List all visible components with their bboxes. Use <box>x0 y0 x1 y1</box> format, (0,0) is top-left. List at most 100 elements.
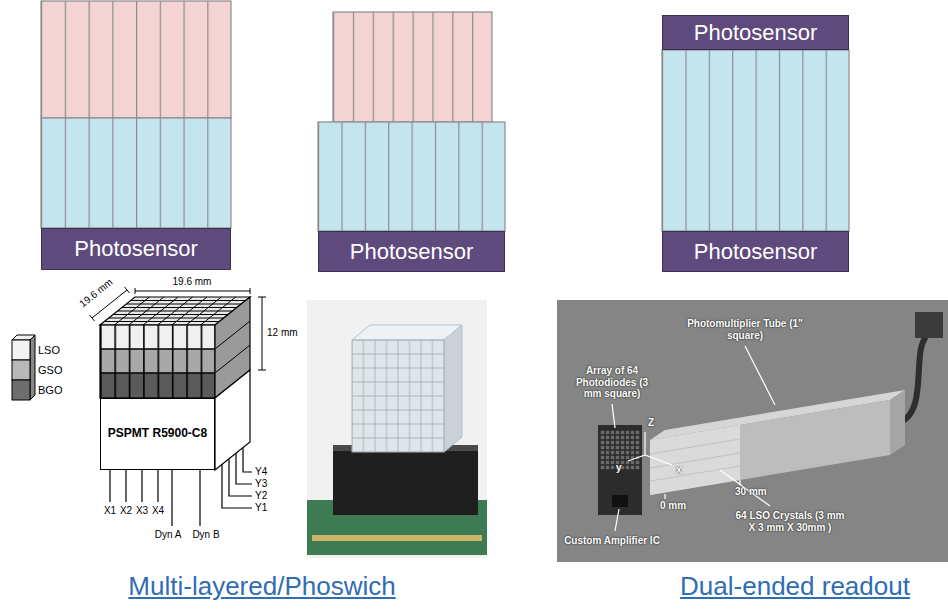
layer-stack <box>12 380 30 400</box>
layer-label: GSO <box>38 364 62 377</box>
crystal-array <box>318 12 505 231</box>
pin-name: Dyn B <box>192 529 219 541</box>
crystal-block-photo <box>312 535 482 541</box>
part-label: Photomultiplier Tube (1" square) <box>680 318 810 341</box>
dimension: 19.6 mm <box>77 276 115 309</box>
pin-name: X1 <box>104 505 116 517</box>
phoswich-block <box>215 345 250 373</box>
phoswich-block <box>126 304 241 305</box>
photosensor-bar: Photosensor <box>662 231 849 272</box>
crystal-array <box>41 1 231 228</box>
pin-name: X3 <box>136 505 148 517</box>
pin-name: Y4 <box>255 466 267 478</box>
phoswich-block <box>215 370 250 470</box>
crystal-array <box>41 118 231 228</box>
crystal-array <box>662 50 849 231</box>
signal-pins <box>243 448 252 472</box>
dual-ended-module-photo <box>915 312 943 338</box>
dimension-line <box>258 297 266 298</box>
dimension-line <box>250 288 251 294</box>
crystal-array <box>662 50 849 231</box>
phoswich-block <box>131 300 246 301</box>
dimension-line <box>90 287 267 370</box>
dual-ended-module-photo <box>612 495 628 507</box>
crystal-array <box>41 1 231 118</box>
part-label: Array of 64 Photodiodes (3 mm square) <box>573 365 651 400</box>
layer-label: BGO <box>38 384 62 397</box>
axis-label: y <box>616 462 622 474</box>
signal-pins <box>229 459 252 496</box>
crystal-block-photo <box>352 340 444 452</box>
phoswich-block <box>100 372 215 374</box>
signal-pins <box>199 470 200 526</box>
dual-ended-module-photo <box>739 480 740 485</box>
crystal-array <box>333 12 492 122</box>
part-label: Custom Amplifier IC <box>564 535 660 547</box>
crystal-block-photo <box>333 445 478 515</box>
dimension-line <box>262 297 263 370</box>
phoswich-block <box>113 314 228 315</box>
dimension: 30 mm <box>735 486 767 498</box>
dual-ended-module-photo <box>557 300 948 562</box>
dimension: 19.6 mm <box>173 276 212 288</box>
node-text: Photosensor <box>74 236 198 261</box>
dual-ended-module-photo <box>650 400 890 495</box>
phoswich-block <box>104 321 219 322</box>
layer-stack <box>12 340 30 360</box>
signal-pins <box>125 470 126 502</box>
signal-pins <box>222 464 252 508</box>
pin-name: Y1 <box>255 502 267 514</box>
dual-ended-module-photo <box>598 425 642 515</box>
crystal-array <box>41 118 231 228</box>
crystal-block-photo <box>307 300 487 558</box>
pin-name: Y3 <box>255 478 267 490</box>
dimension-line <box>135 288 136 294</box>
crystal-block-photo <box>444 325 462 452</box>
dimension-line <box>258 370 266 371</box>
layer-stack <box>12 335 35 400</box>
dual-ended-module-photo <box>650 453 740 468</box>
dimension-line <box>125 287 130 293</box>
node-text: Photosensor <box>350 239 474 264</box>
dual-ended-module-photo <box>645 455 672 465</box>
dimension: 12 mm <box>267 327 298 339</box>
node-text: PSPMT R5900-C8 <box>108 427 207 441</box>
signal-pins <box>171 470 172 526</box>
node-text: Photosensor <box>694 239 818 264</box>
phoswich-block <box>122 307 237 308</box>
phoswich-block <box>118 311 233 312</box>
signal-pins <box>109 470 110 502</box>
layer-stack <box>12 360 30 380</box>
phoswich-block <box>100 325 215 398</box>
dual-ended-module-photo <box>615 509 619 531</box>
dual-ended-module-photo <box>650 425 740 495</box>
crystal-block-photo <box>352 325 462 340</box>
pin-name: X2 <box>120 505 132 517</box>
dual-ended-module-photo <box>628 455 645 461</box>
crystal-array <box>318 122 505 231</box>
dual-ended-module-photo <box>890 390 905 455</box>
dual-ended-module-photo <box>650 439 740 454</box>
phoswich-block <box>215 321 250 349</box>
axis-label: x <box>676 464 682 476</box>
crystal-array <box>333 12 492 122</box>
section-title: Multi-layered/Phoswich <box>128 572 395 602</box>
signal-pins <box>141 470 142 502</box>
dual-ended-module-photo <box>664 494 665 499</box>
dual-ended-module-photo <box>720 470 770 506</box>
dual-ended-module-photo <box>557 300 948 562</box>
phoswich-block <box>100 348 215 350</box>
pin-name: X4 <box>152 505 164 517</box>
crystal-block-photo <box>352 340 444 452</box>
crystal-array <box>318 122 505 231</box>
photosensor-bar: Photosensor <box>318 231 505 272</box>
dual-ended-module-photo <box>745 346 775 405</box>
section-title: Dual-ended readout <box>680 572 910 602</box>
layer-label: LSO <box>38 344 60 357</box>
pin-name: Dyn A <box>155 529 182 541</box>
node-text: Photosensor <box>694 20 818 45</box>
pin-name: Y2 <box>255 490 267 502</box>
crystal-array <box>41 1 231 118</box>
dimension-line <box>135 291 250 292</box>
